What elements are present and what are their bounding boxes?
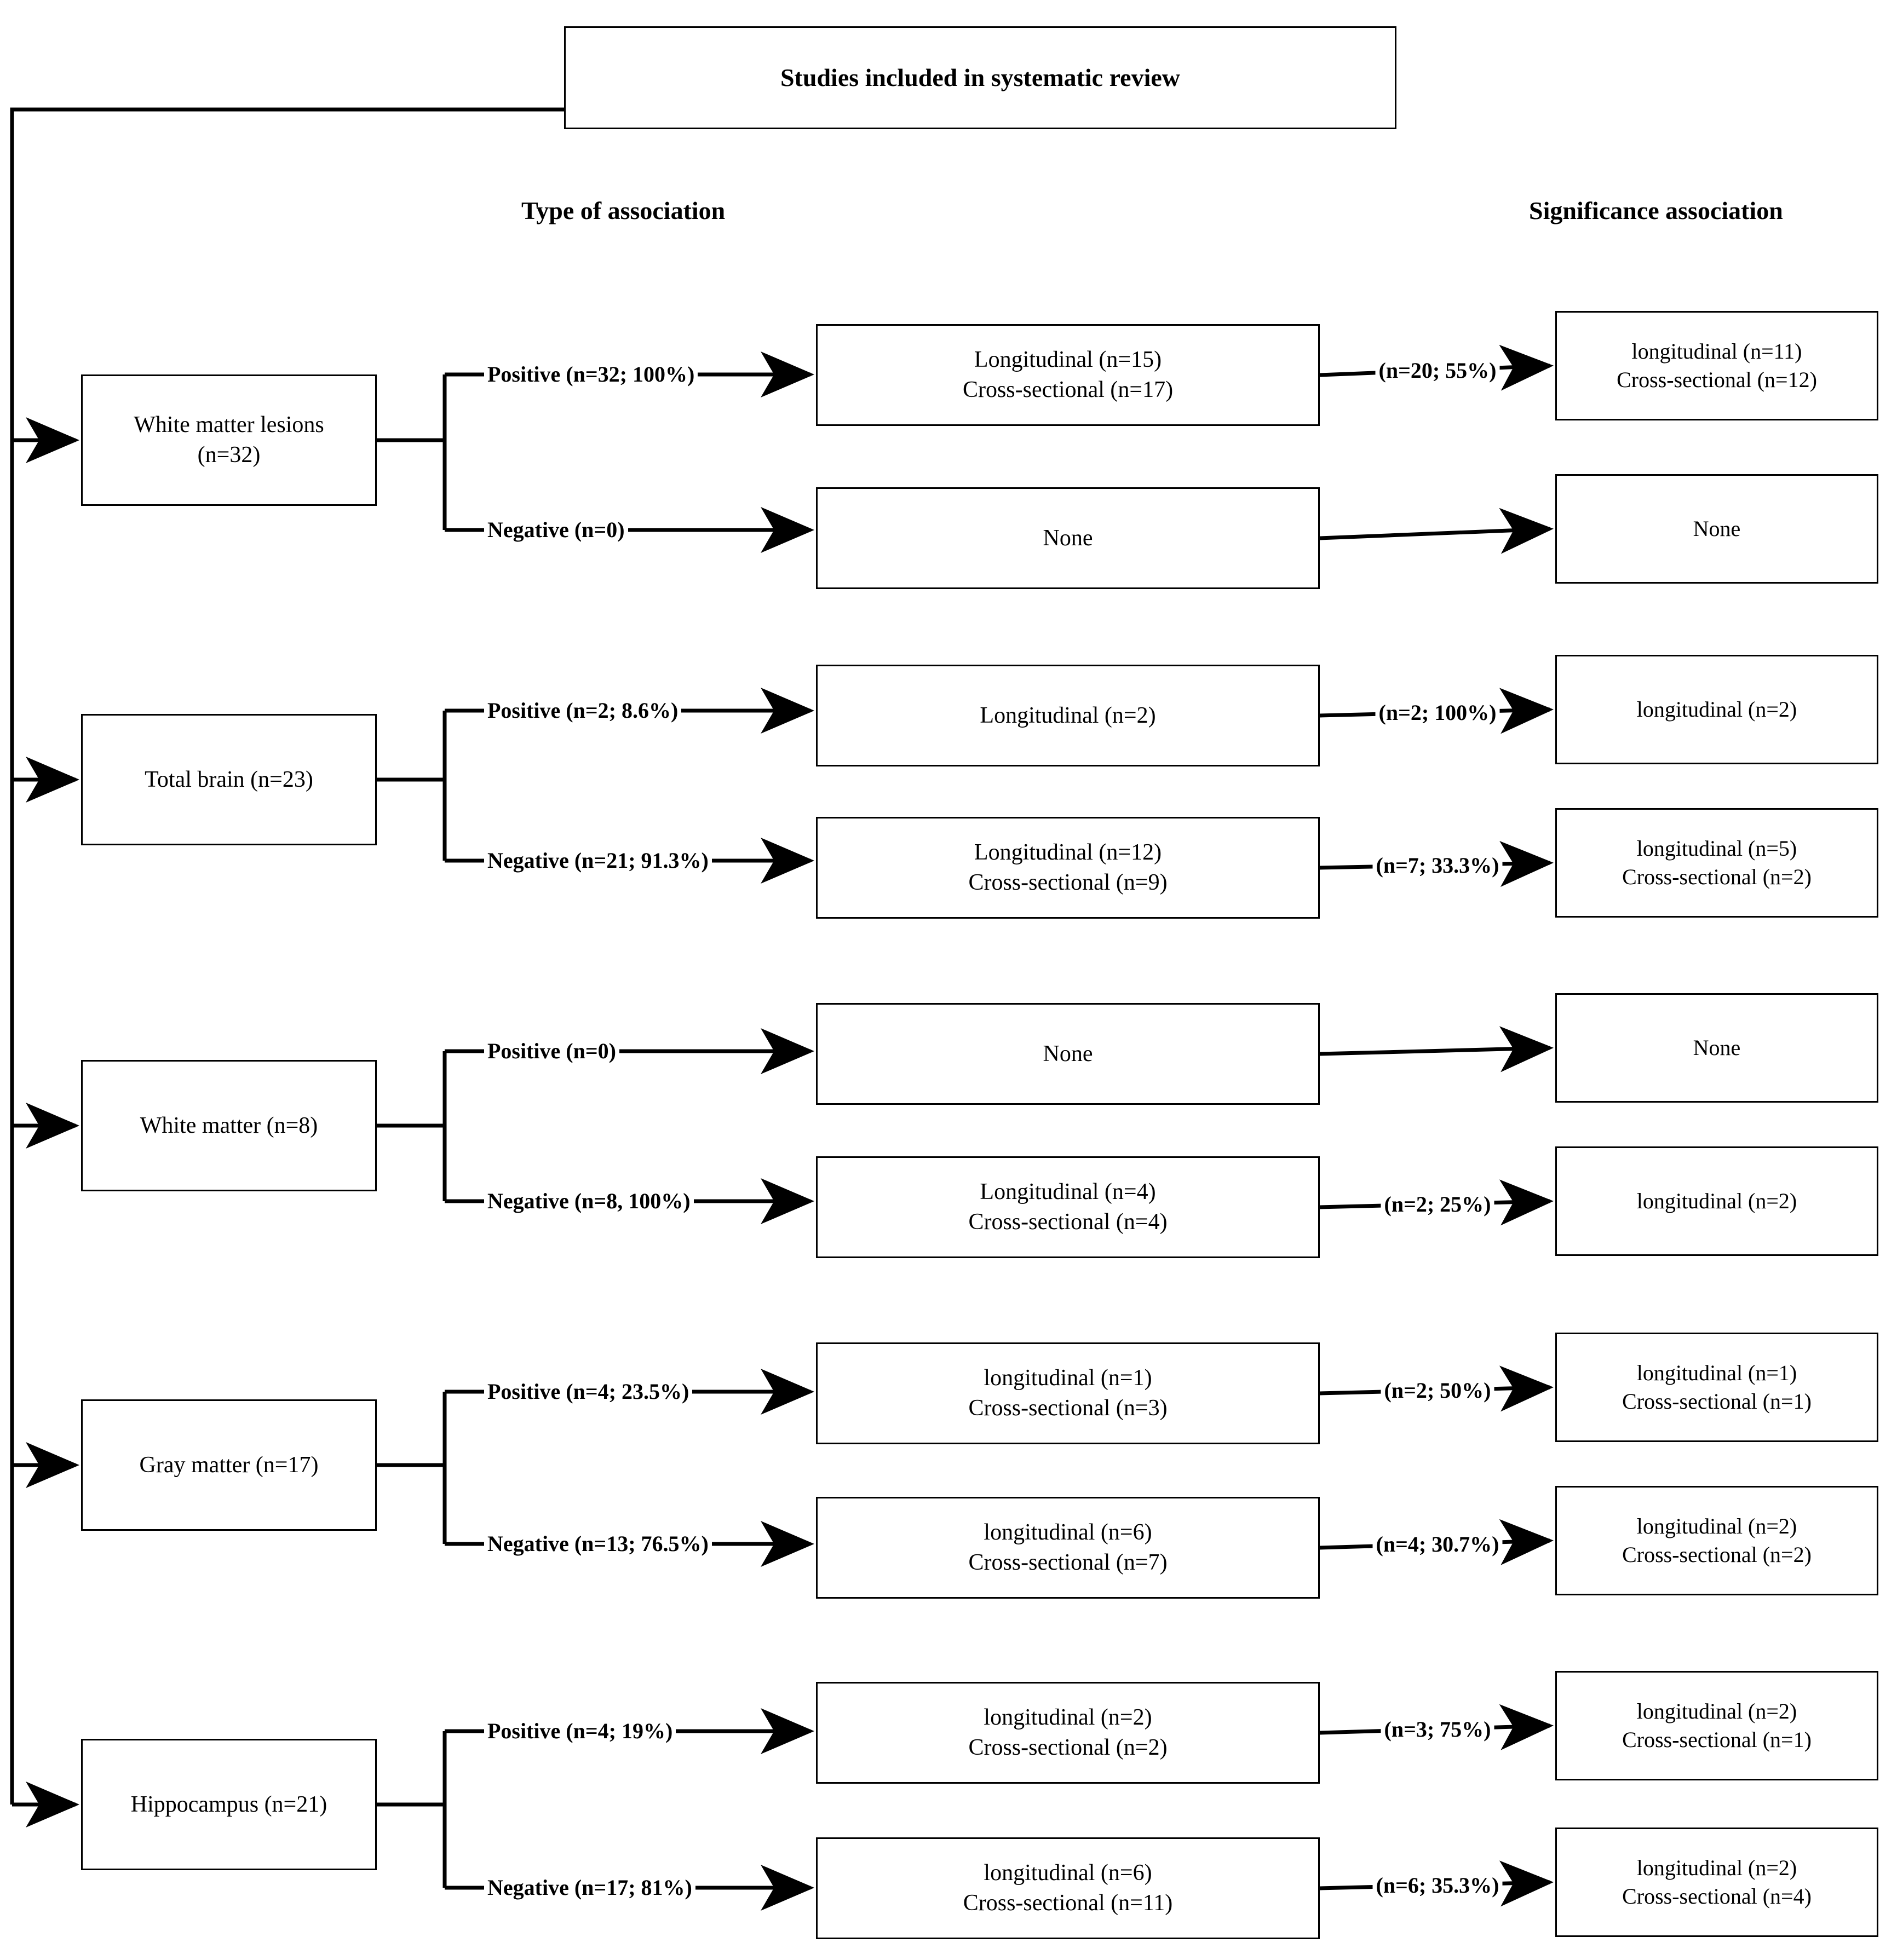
type-node-3-1-line: Cross-sectional (n=7): [968, 1550, 1168, 1575]
significance-node-0-0-line: longitudinal (n=11): [1631, 339, 1802, 364]
significance-node-4-1: longitudinal (n=2) Cross-sectional (n=4): [1555, 1828, 1878, 1937]
type-node-1-0-line: Longitudinal (n=2): [980, 702, 1156, 728]
type-node-0-1-line: None: [1043, 525, 1093, 551]
significance-node-3-0: longitudinal (n=1) Cross-sectional (n=1): [1555, 1333, 1878, 1442]
significance-node-0-1: None: [1555, 474, 1878, 584]
category-node-3-line: Gray matter (n=17): [139, 1452, 319, 1478]
type-node-4-1-line: longitudinal (n=6): [984, 1860, 1152, 1886]
branch-label-3-0: Positive (n=4; 23.5%): [484, 1381, 693, 1403]
column-header-type: Type of association: [521, 196, 725, 225]
significance-node-0-0: longitudinal (n=11) Cross-sectional (n=12…: [1555, 311, 1878, 420]
significance-node-2-1-line: longitudinal (n=2): [1636, 1189, 1797, 1213]
significance-node-3-1-line: longitudinal (n=2): [1636, 1514, 1797, 1538]
significance-node-2-0: None: [1555, 993, 1878, 1103]
column-header-significance: Significance association: [1529, 196, 1783, 225]
category-node-1: Total brain (n=23): [81, 714, 377, 845]
root-node: Studies included in systematic review: [564, 26, 1396, 129]
type-node-3-0-line: Cross-sectional (n=3): [968, 1396, 1168, 1421]
branch-label-0-1: Negative (n=0): [484, 519, 628, 541]
category-node-0: White matter lesions (n=32): [81, 374, 377, 506]
type-node-3-1-line: longitudinal (n=6): [984, 1520, 1152, 1546]
category-node-2-line: White matter (n=8): [140, 1112, 318, 1138]
column-header-significance-label: Significance association: [1529, 197, 1783, 224]
branch-label-0-0: Positive (n=32; 100%): [484, 364, 698, 385]
significance-node-1-1-line: Cross-sectional (n=2): [1622, 864, 1812, 889]
type-node-4-1: longitudinal (n=6) Cross-sectional (n=11): [816, 1837, 1320, 1939]
type-node-4-0-line: longitudinal (n=2): [984, 1705, 1152, 1731]
type-node-1-1-line: Longitudinal (n=12): [974, 840, 1162, 866]
category-node-1-line: Total brain (n=23): [145, 766, 313, 792]
significance-label-0-0: (n=20; 55%): [1375, 359, 1500, 382]
branch-label-4-1: Negative (n=17; 81%): [484, 1877, 695, 1899]
significance-label-1-1: (n=7; 33.3%): [1372, 854, 1503, 877]
category-node-4: Hippocampus (n=21): [81, 1739, 377, 1870]
type-node-3-1: longitudinal (n=6) Cross-sectional (n=7): [816, 1497, 1320, 1599]
type-node-1-1: Longitudinal (n=12) Cross-sectional (n=9): [816, 817, 1320, 919]
type-node-3-0: longitudinal (n=1) Cross-sectional (n=3): [816, 1342, 1320, 1444]
significance-node-3-0-line: longitudinal (n=1): [1636, 1361, 1797, 1385]
significance-node-0-0-line: Cross-sectional (n=12): [1617, 367, 1817, 392]
branch-label-4-0: Positive (n=4; 19%): [484, 1720, 676, 1742]
category-node-2: White matter (n=8): [81, 1060, 377, 1191]
significance-label-3-0: (n=2; 50%): [1381, 1379, 1494, 1402]
significance-label-2-1: (n=2; 25%): [1381, 1193, 1494, 1215]
significance-node-3-1-line: Cross-sectional (n=2): [1622, 1542, 1812, 1567]
significance-node-4-1-line: longitudinal (n=2): [1636, 1855, 1797, 1880]
significance-label-3-1: (n=4; 30.7%): [1372, 1533, 1503, 1555]
significance-node-3-1: longitudinal (n=2) Cross-sectional (n=2): [1555, 1486, 1878, 1595]
significance-node-4-0-line: Cross-sectional (n=1): [1622, 1727, 1812, 1752]
type-node-2-0-line: None: [1043, 1041, 1093, 1067]
branch-label-1-0: Positive (n=2; 8.6%): [484, 700, 682, 722]
significance-node-4-1-line: Cross-sectional (n=4): [1622, 1884, 1812, 1909]
type-node-1-0: Longitudinal (n=2): [816, 665, 1320, 766]
type-node-1-1-line: Cross-sectional (n=9): [968, 870, 1168, 895]
significance-node-1-1-line: longitudinal (n=5): [1636, 836, 1797, 861]
significance-node-1-1: longitudinal (n=5) Cross-sectional (n=2): [1555, 808, 1878, 918]
significance-label-4-1: (n=6; 35.3%): [1372, 1874, 1503, 1896]
significance-node-4-0-line: longitudinal (n=2): [1636, 1699, 1797, 1723]
type-node-4-0: longitudinal (n=2) Cross-sectional (n=2): [816, 1682, 1320, 1784]
branch-label-2-1: Negative (n=8, 100%): [484, 1190, 694, 1212]
significance-node-1-0-line: longitudinal (n=2): [1636, 697, 1797, 722]
category-node-0-line: White matter lesions: [134, 412, 324, 438]
significance-node-2-0-line: None: [1693, 1035, 1741, 1060]
type-node-0-1: None: [816, 487, 1320, 589]
column-header-type-label: Type of association: [521, 197, 726, 224]
significance-node-1-0: longitudinal (n=2): [1555, 655, 1878, 764]
category-node-4-line: Hippocampus (n=21): [130, 1791, 327, 1817]
type-node-0-0-line: Cross-sectional (n=17): [962, 377, 1174, 402]
branch-label-3-1: Negative (n=13; 76.5%): [484, 1533, 712, 1555]
type-node-3-0-line: longitudinal (n=1): [984, 1365, 1152, 1391]
type-node-2-0: None: [816, 1003, 1320, 1105]
root-node-label: Studies included in systematic review: [780, 64, 1181, 92]
significance-label-4-0: (n=3; 75%): [1381, 1718, 1494, 1740]
type-node-0-0-line: Longitudinal (n=15): [974, 347, 1162, 373]
type-node-2-1: Longitudinal (n=4) Cross-sectional (n=4): [816, 1156, 1320, 1258]
significance-node-0-1-line: None: [1693, 516, 1741, 541]
type-node-2-1-line: Cross-sectional (n=4): [968, 1209, 1168, 1235]
type-node-4-1-line: Cross-sectional (n=11): [963, 1890, 1173, 1916]
significance-node-2-1: longitudinal (n=2): [1555, 1146, 1878, 1256]
type-node-0-0: Longitudinal (n=15) Cross-sectional (n=17…: [816, 324, 1320, 426]
branch-label-2-0: Positive (n=0): [484, 1040, 619, 1062]
category-node-3: Gray matter (n=17): [81, 1399, 377, 1531]
type-node-4-0-line: Cross-sectional (n=2): [968, 1735, 1168, 1760]
branch-label-1-1: Negative (n=21; 91.3%): [484, 850, 712, 872]
significance-node-4-0: longitudinal (n=2) Cross-sectional (n=1): [1555, 1671, 1878, 1780]
type-node-2-1-line: Longitudinal (n=4): [980, 1179, 1156, 1205]
significance-node-3-0-line: Cross-sectional (n=1): [1622, 1389, 1812, 1414]
category-node-0-line: (n=32): [197, 442, 261, 468]
significance-label-1-0: (n=2; 100%): [1375, 701, 1500, 724]
